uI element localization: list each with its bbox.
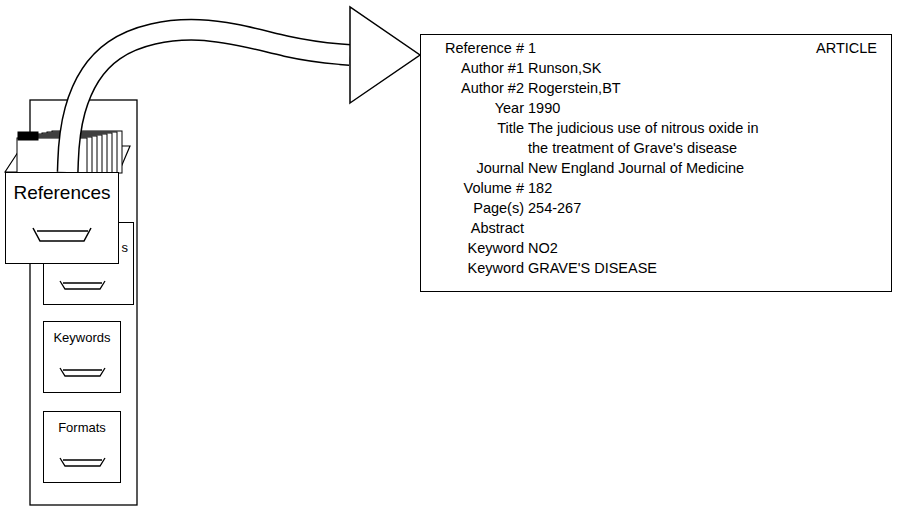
field-value: Rogerstein,BT [528,78,768,98]
field-value: New England Journal of Medicine [528,158,768,178]
field-value: GRAVE'S DISEASE [528,258,768,278]
drawer-label: Keywords [53,330,110,345]
drawer-front: Formats [43,411,121,483]
arrow-outline [68,30,350,172]
field-name: Reference # [421,38,524,58]
drawer-handle [60,458,105,466]
field-value: The judicious use of nitrous oxide in th… [528,118,768,158]
field-value: 1990 [528,98,768,118]
drawer-handle [60,368,105,376]
arrow-body [68,30,350,172]
drawer-handle [60,281,105,289]
drawer-handle [33,228,91,241]
field-name: Abstract [421,218,524,238]
field-name: Journal [421,158,524,178]
field-value: 1 [528,38,768,58]
field-name: Author #1 [421,58,524,78]
drawer-label: References [13,182,110,204]
field-value: 254-267 [528,198,768,218]
field-name: Author #2 [421,78,524,98]
field-name: Year [421,98,524,118]
record-type: ARTICLE [816,38,877,58]
card-tab [18,132,38,140]
field-name: Volume # [421,178,524,198]
field-name: Page(s) [421,198,524,218]
field-value: Runson,SK [528,58,768,78]
field-value: 182 [528,178,768,198]
pulled-drawer-front: References [5,172,119,264]
drawer-label: s [122,240,129,255]
drawer-label: Formats [58,420,106,435]
field-name: Title [421,118,524,158]
reference-card: ARTICLE Reference #1Author #1Runson,SKAut… [420,34,892,292]
field-name: Keyword [421,238,524,258]
field-value: NO2 [528,238,768,258]
arrow-head [350,7,420,103]
drawer-front: Keywords [43,321,121,393]
field-name: Keyword [421,258,524,278]
transfer-arrow [68,7,420,172]
